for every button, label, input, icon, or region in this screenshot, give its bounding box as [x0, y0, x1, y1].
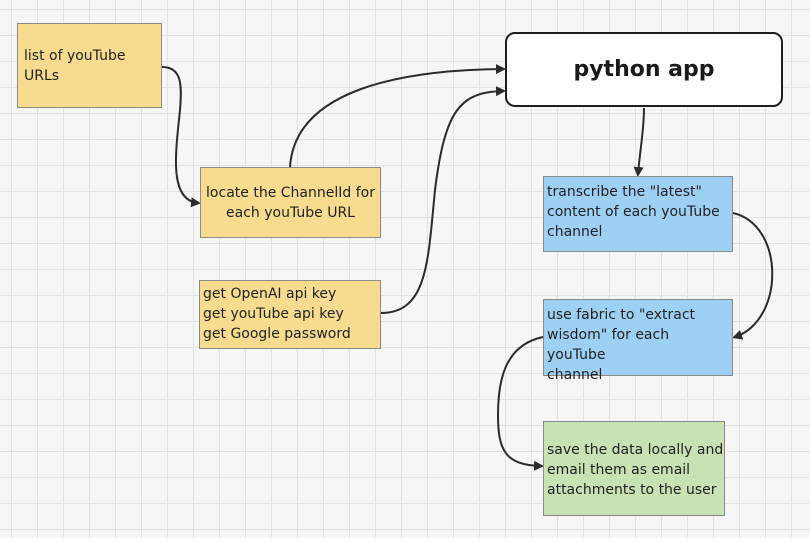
node-transcribe-content[interactable]: transcribe the "latest" content of each …: [543, 176, 733, 252]
node-get-api-keys[interactable]: get OpenAI api key get youTube api key g…: [199, 280, 381, 349]
connector-channel-id-to-app: [289, 64, 506, 168]
connector-app-to-transcribe: [633, 107, 645, 177]
connector-urls-to-channel-id: [161, 66, 201, 208]
node-youtube-urls[interactable]: list of youTube URLs: [17, 23, 162, 108]
connector-fabric-to-save: [496, 336, 544, 471]
connector-keys-to-app: [380, 86, 506, 314]
connector-transcribe-to-fabric: [732, 212, 774, 340]
node-locate-channel-id[interactable]: locate the ChannelId for each youTube UR…: [200, 167, 381, 238]
node-extract-wisdom[interactable]: use fabric to "extract wisdom" for each …: [543, 299, 733, 383]
node-python-app[interactable]: python app: [505, 32, 783, 107]
node-save-and-email[interactable]: save the data locally and email them as …: [543, 421, 725, 516]
